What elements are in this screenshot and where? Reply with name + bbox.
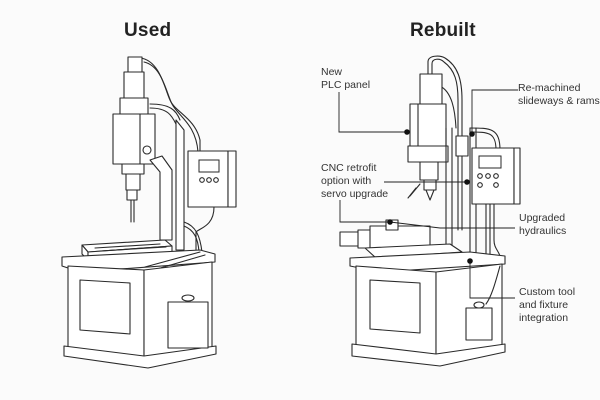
rebuilt-access-panel: [369, 279, 421, 334]
used-reservoir: [167, 301, 209, 349]
used-display: [198, 159, 220, 173]
used-access-panel: [79, 279, 131, 335]
marker-slideways: [469, 131, 475, 137]
rebuilt-title: Rebuilt: [410, 20, 476, 41]
used-knob: [142, 145, 152, 155]
rebuilt-machine: [339, 55, 521, 367]
callout-hydraulics: Upgraded hydraulics: [519, 212, 567, 237]
rebuilt-motor: [419, 73, 443, 109]
rebuilt-servo-block: [407, 145, 449, 163]
rebuilt-servo-motor: [339, 231, 361, 247]
callout-cnc-retrofit: CNC retrofit option with servo upgrade: [321, 162, 389, 200]
rebuilt-valve: [455, 135, 469, 157]
marker-cnc: [464, 179, 470, 185]
callout-tooling: Custom tool and fixture integration: [519, 286, 576, 324]
rebuilt-hose: [427, 55, 463, 231]
used-base-top: [61, 249, 216, 273]
rebuilt-reservoir: [465, 307, 493, 341]
rebuilt-display: [478, 155, 502, 169]
leader-slideways: [471, 89, 518, 134]
leader-plc: [338, 92, 407, 133]
used-base-plinth: [63, 345, 217, 369]
used-title: Used: [124, 20, 172, 41]
callout-plc-panel: New PLC panel: [321, 66, 371, 91]
used-column: [149, 155, 173, 241]
callout-leaders: [338, 89, 518, 299]
marker-tooling: [467, 258, 473, 264]
used-head: [112, 113, 156, 165]
marker-plc: [404, 129, 410, 135]
marker-hydraulics: [387, 219, 393, 225]
rebuilt-base-top: [349, 251, 506, 273]
rebuilt-base-plinth: [351, 343, 506, 367]
leader-tooling: [469, 261, 515, 299]
used-machine: [61, 56, 237, 369]
callout-slideways: Re-machined slideways & rams: [518, 82, 600, 107]
rebuilt-head: [409, 103, 447, 149]
